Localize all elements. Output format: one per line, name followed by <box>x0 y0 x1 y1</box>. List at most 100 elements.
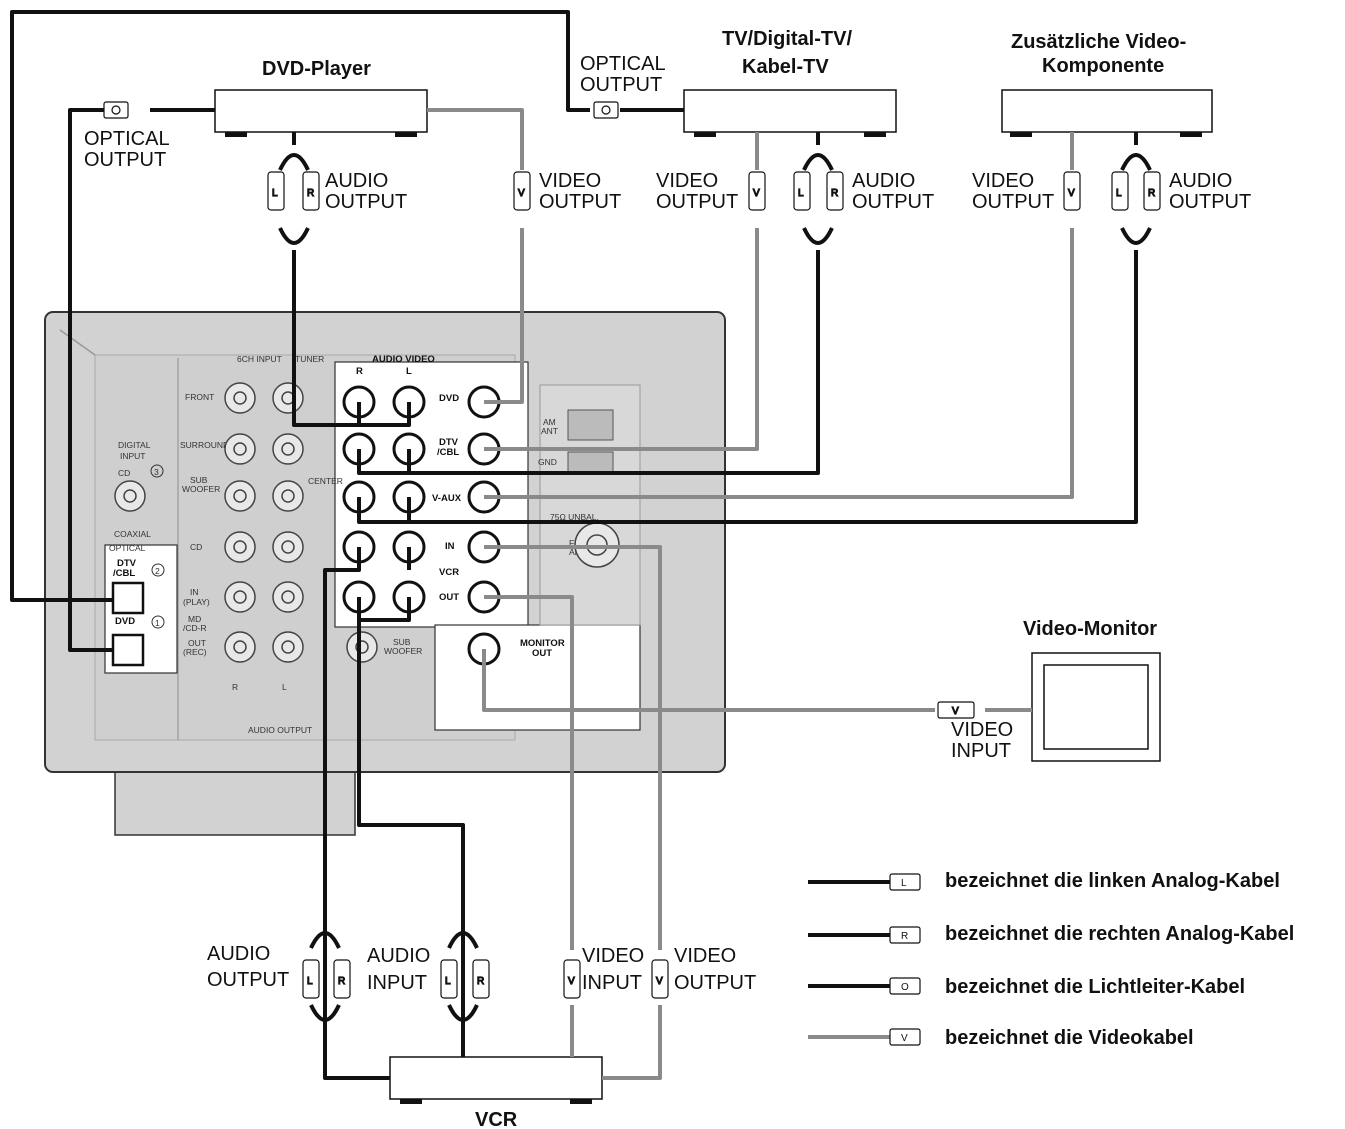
plug-v-vcr-in: V <box>568 976 575 987</box>
svg-text:R: R <box>901 931 908 942</box>
label-6ch-input: 6CH INPUT <box>237 354 282 364</box>
src-out: OUT <box>439 592 459 603</box>
vcr-video-input-label: INPUT <box>582 972 642 994</box>
cable-dvd-optical <box>68 108 113 652</box>
dvd-audio-output-label: OUTPUT <box>325 191 407 213</box>
vcr-video-out-label: VIDEO <box>674 945 736 967</box>
tv-optical-output-label: OUTPUT <box>580 74 662 96</box>
src-in: IN <box>445 541 455 552</box>
cable-vcr-video-in <box>484 595 574 950</box>
sub-woofer-label: WOOFER <box>384 646 422 656</box>
extra-title-line1: Zusätzliche Video- <box>1011 31 1186 53</box>
legend-item-optical: O bezeichnet die Lichtleiter-Kabel <box>808 976 1245 998</box>
row-rec: (REC) <box>183 647 207 657</box>
plug-l-extra: L <box>1116 188 1122 199</box>
svg-text:O: O <box>901 982 909 993</box>
dvd-player-device <box>214 89 428 137</box>
dvd-video-output-label: OUTPUT <box>539 191 621 213</box>
plug-v-monitor: V <box>952 706 959 717</box>
cable-dvd-video <box>427 108 524 170</box>
input-label: INPUT <box>120 451 146 461</box>
legend-item-right: R bezeichnet die rechten Analog-Kabel <box>808 923 1294 945</box>
monitor-out-label: OUT <box>532 648 552 659</box>
legend-text-left: bezeichnet die linken Analog-Kabel <box>945 870 1280 892</box>
audio-output-label: AUDIO OUTPUT <box>248 725 312 735</box>
row-cd: CD <box>190 542 202 552</box>
receiver-labels: 6CH INPUT TUNER AUDIO VIDEO FRONT SURROU… <box>109 354 599 735</box>
row-play: (PLAY) <box>183 597 210 607</box>
tv-audio-label: AUDIO <box>852 170 915 192</box>
device-labels: DVD-Player TV/Digital-TV/ Kabel-TV Zusät… <box>262 28 1186 1129</box>
src-dvd: DVD <box>439 393 459 404</box>
legend: L bezeichnet die linken Analog-Kabel R b… <box>808 870 1294 1049</box>
col-l-label: L <box>282 682 287 692</box>
vcr-audio-in-label: AUDIO <box>367 945 430 967</box>
vcr-title: VCR <box>475 1109 518 1129</box>
plug-l-vcr-out: L <box>307 976 313 987</box>
am-label: AM <box>543 417 556 427</box>
cable-extra-audio <box>357 250 1138 524</box>
vcr-audio-input-label: INPUT <box>367 972 427 994</box>
extra-video-device <box>1001 89 1213 137</box>
ant-label: ANT <box>541 426 558 436</box>
num-1: 1 <box>155 618 160 628</box>
receiver-back-panel <box>44 311 726 836</box>
plug-r-extra: R <box>1148 188 1155 199</box>
plugs: L R V V L R V L R L R L R V V V <box>103 101 1161 999</box>
extra-title-line2: Komponente <box>1042 55 1164 77</box>
dvd-optical-output-label: OUTPUT <box>84 149 166 171</box>
src-vaux: V-AUX <box>432 493 462 504</box>
digital-label: DIGITAL <box>118 440 151 450</box>
src-dtv: DTV <box>439 437 459 448</box>
vcr-audio-output-label: OUTPUT <box>207 969 289 991</box>
dvd-video-label: VIDEO <box>539 170 601 192</box>
coaxial-label: COAXIAL <box>114 529 151 539</box>
cable-tv-optical <box>10 10 590 602</box>
vcr-video-output-label: OUTPUT <box>674 972 756 994</box>
legend-text-optical: bezeichnet die Lichtleiter-Kabel <box>945 976 1245 998</box>
tv-optical-label: OPTICAL <box>580 53 666 75</box>
audio-cables <box>10 10 1152 1080</box>
tv-title-line1: TV/Digital-TV/ <box>722 28 852 50</box>
plug-r-dvd: R <box>307 188 314 199</box>
label-tuner: TUNER <box>295 354 324 364</box>
optical-cbl-label: /CBL <box>113 568 135 579</box>
tv-title-line2: Kabel-TV <box>742 56 829 78</box>
row-front: FRONT <box>185 392 214 402</box>
video-cables <box>427 108 1074 1080</box>
hdr-r-label: R <box>356 366 363 377</box>
legend-text-right: bezeichnet die rechten Analog-Kabel <box>945 923 1294 945</box>
plug-r-vcr-out: R <box>338 976 345 987</box>
plug-v-vcr-out: V <box>656 976 663 987</box>
optical-dvd-label: DVD <box>115 616 135 627</box>
svg-text:V: V <box>901 1033 908 1044</box>
src-vcr: VCR <box>439 567 459 578</box>
vcr-audio-out-label: AUDIO <box>207 943 270 965</box>
legend-item-video: V bezeichnet die Videokabel <box>808 1027 1194 1049</box>
monitor-video-label: VIDEO <box>951 719 1013 741</box>
tv-audio-output-label: OUTPUT <box>852 191 934 213</box>
num-3: 3 <box>154 467 159 477</box>
monitor-label: MONITOR <box>520 638 565 649</box>
monitor-input-label: INPUT <box>951 740 1011 762</box>
tv-video-label: VIDEO <box>656 170 718 192</box>
receiver-jacks <box>114 382 620 663</box>
antenna-terminals <box>567 409 614 475</box>
cable-vcr-audio-out <box>323 547 390 1080</box>
plug-r-vcr-in: R <box>477 976 484 987</box>
row-center: CENTER <box>308 476 343 486</box>
row-out: OUT <box>188 638 206 648</box>
cable-tv-audio <box>357 250 820 475</box>
unbal-label: 75Ω UNBAL. <box>550 512 599 522</box>
extra-video-output-label: OUTPUT <box>972 191 1054 213</box>
src-cbl: /CBL <box>437 447 459 458</box>
extra-audio-label: AUDIO <box>1169 170 1232 192</box>
tv-device <box>683 89 897 137</box>
extra-video-label: VIDEO <box>972 170 1034 192</box>
row-in: IN <box>190 587 199 597</box>
row-md: MD <box>188 614 201 624</box>
col-r-label: R <box>232 682 238 692</box>
hdr-l-label: L <box>406 366 412 377</box>
gnd-label: GND <box>538 457 557 467</box>
